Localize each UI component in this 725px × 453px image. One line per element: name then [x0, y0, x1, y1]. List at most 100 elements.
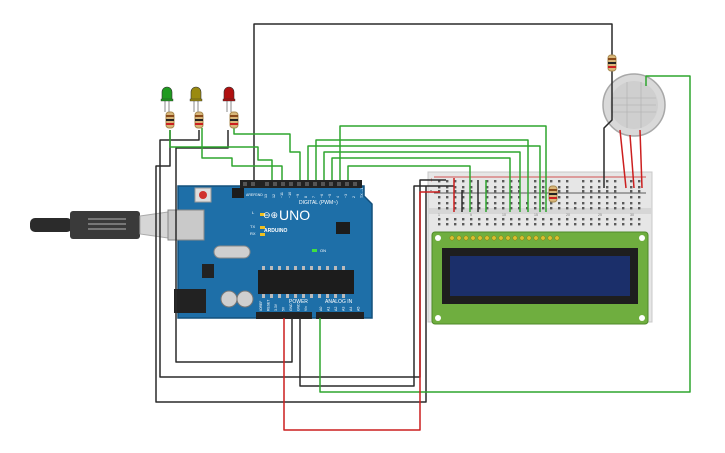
breadboard-hole[interactable] [638, 186, 641, 189]
breadboard-hole[interactable] [518, 202, 521, 205]
breadboard-hole[interactable] [494, 180, 497, 183]
breadboard-hole[interactable] [518, 196, 521, 199]
breadboard-hole[interactable] [598, 180, 601, 183]
breadboard-hole[interactable] [446, 196, 449, 199]
breadboard-hole[interactable] [462, 202, 465, 205]
breadboard-hole[interactable] [510, 186, 513, 189]
breadboard-hole[interactable] [534, 196, 537, 199]
breadboard-hole[interactable] [598, 223, 601, 226]
resistor-yellow-led[interactable] [194, 111, 204, 129]
breadboard-hole[interactable] [566, 196, 569, 199]
breadboard-hole[interactable] [590, 223, 593, 226]
breadboard-hole[interactable] [446, 190, 449, 193]
breadboard-hole[interactable] [606, 218, 609, 221]
breadboard-hole[interactable] [598, 202, 601, 205]
breadboard-hole[interactable] [470, 190, 473, 193]
breadboard-hole[interactable] [462, 218, 465, 221]
breadboard-hole[interactable] [550, 180, 553, 183]
breadboard-hole[interactable] [526, 218, 529, 221]
breadboard-hole[interactable] [502, 207, 505, 210]
breadboard-hole[interactable] [438, 223, 441, 226]
breadboard-hole[interactable] [614, 190, 617, 193]
breadboard-hole[interactable] [614, 207, 617, 210]
led-red[interactable] [222, 86, 236, 112]
breadboard-hole[interactable] [510, 223, 513, 226]
breadboard-hole[interactable] [638, 196, 641, 199]
lcd-display[interactable] [431, 231, 649, 325]
breadboard-hole[interactable] [470, 223, 473, 226]
breadboard-hole[interactable] [566, 223, 569, 226]
breadboard-hole[interactable] [598, 190, 601, 193]
breadboard-hole[interactable] [638, 202, 641, 205]
breadboard-hole[interactable] [558, 180, 561, 183]
lcd-pin[interactable] [449, 235, 455, 241]
breadboard-hole[interactable] [462, 223, 465, 226]
lcd-pin[interactable] [491, 235, 497, 241]
led-green[interactable] [160, 86, 174, 112]
breadboard-hole[interactable] [454, 180, 457, 183]
breadboard-hole[interactable] [502, 190, 505, 193]
breadboard-hole[interactable] [502, 186, 505, 189]
breadboard-hole[interactable] [542, 190, 545, 193]
breadboard-hole[interactable] [558, 186, 561, 189]
breadboard-hole[interactable] [478, 202, 481, 205]
breadboard-hole[interactable] [590, 218, 593, 221]
breadboard-hole[interactable] [598, 207, 601, 210]
breadboard-hole[interactable] [630, 190, 633, 193]
lcd-pin[interactable] [554, 235, 560, 241]
breadboard-hole[interactable] [526, 207, 529, 210]
breadboard-hole[interactable] [582, 186, 585, 189]
breadboard-hole[interactable] [518, 207, 521, 210]
breadboard-hole[interactable] [502, 218, 505, 221]
breadboard-hole[interactable] [614, 223, 617, 226]
resistor-sensor[interactable] [607, 54, 617, 72]
breadboard-hole[interactable] [510, 180, 513, 183]
breadboard-hole[interactable] [438, 218, 441, 221]
breadboard-hole[interactable] [510, 218, 513, 221]
breadboard-hole[interactable] [446, 202, 449, 205]
breadboard-hole[interactable] [470, 218, 473, 221]
breadboard-hole[interactable] [614, 186, 617, 189]
breadboard-hole[interactable] [590, 196, 593, 199]
led-yellow[interactable] [189, 86, 203, 112]
lcd-pin[interactable] [512, 235, 518, 241]
breadboard-hole[interactable] [470, 186, 473, 189]
breadboard-hole[interactable] [542, 207, 545, 210]
breadboard-hole[interactable] [534, 186, 537, 189]
lcd-pin[interactable] [519, 235, 525, 241]
breadboard-hole[interactable] [534, 207, 537, 210]
lcd-pin[interactable] [505, 235, 511, 241]
breadboard-hole[interactable] [534, 190, 537, 193]
breadboard-hole[interactable] [590, 180, 593, 183]
breadboard-hole[interactable] [542, 202, 545, 205]
breadboard-hole[interactable] [486, 207, 489, 210]
breadboard-hole[interactable] [526, 202, 529, 205]
breadboard-hole[interactable] [438, 186, 441, 189]
breadboard-hole[interactable] [454, 218, 457, 221]
lcd-pin[interactable] [470, 235, 476, 241]
breadboard-hole[interactable] [622, 202, 625, 205]
breadboard-hole[interactable] [638, 218, 641, 221]
breadboard-hole[interactable] [502, 223, 505, 226]
resistor-green-led[interactable] [165, 111, 175, 129]
breadboard-hole[interactable] [502, 180, 505, 183]
breadboard-hole[interactable] [590, 202, 593, 205]
breadboard-hole[interactable] [446, 207, 449, 210]
breadboard-hole[interactable] [494, 196, 497, 199]
breadboard-hole[interactable] [606, 190, 609, 193]
breadboard-hole[interactable] [606, 180, 609, 183]
breadboard-hole[interactable] [566, 207, 569, 210]
breadboard-hole[interactable] [494, 207, 497, 210]
breadboard-hole[interactable] [582, 202, 585, 205]
breadboard-hole[interactable] [502, 202, 505, 205]
breadboard-hole[interactable] [446, 180, 449, 183]
breadboard-hole[interactable] [550, 202, 553, 205]
breadboard-hole[interactable] [558, 190, 561, 193]
usb-cable[interactable] [30, 209, 183, 241]
breadboard-hole[interactable] [494, 190, 497, 193]
breadboard-hole[interactable] [590, 207, 593, 210]
breadboard-hole[interactable] [630, 218, 633, 221]
breadboard-hole[interactable] [614, 196, 617, 199]
breadboard-hole[interactable] [542, 223, 545, 226]
breadboard-hole[interactable] [454, 223, 457, 226]
